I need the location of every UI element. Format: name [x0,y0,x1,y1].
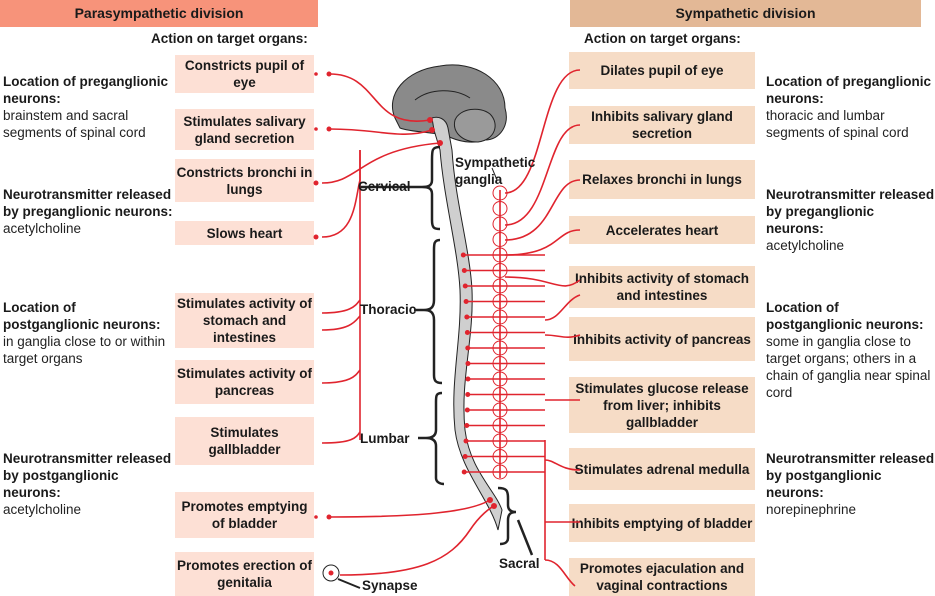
sympathetic-header: Sympathetic division [570,0,921,27]
cord-synapse-dot [462,283,468,289]
cord-synapse-dot [462,454,468,459]
symp-info-preganglionic-transmitter: Neurotransmitter released by preganglion… [766,187,935,253]
synapse-circle [322,564,340,582]
cord-synapse-dot [463,299,469,304]
para-info-postganglionic-location: Location of postganglionic neurons:in ga… [3,300,166,366]
cervical-bracket [421,145,441,231]
para-info-preganglionic-transmitter: Neurotransmitter released by preganglion… [3,187,173,236]
cord-synapse-dot [464,423,470,428]
lumbar-bracket [425,391,445,486]
para-action-heading: Action on target organs: [151,31,308,46]
cervical-label: Cervical [358,179,411,194]
parasympathetic-synapse-dots [313,71,497,520]
symp-action-salivary: Inhibits salivary gland secretion [569,106,755,144]
brain-inner-fold [414,90,471,101]
para-action-heart: Slows heart [175,221,314,245]
synapse-label: Synapse [362,578,418,593]
lumbar-label: Lumbar [360,431,410,446]
para-action-bladder: Promotes emptying of bladder [175,492,314,538]
thoracic-bracket [423,238,443,385]
para-action-genitalia: Promotes erection of genitalia [175,552,314,596]
region-brackets [360,145,534,556]
cord-synapse-dot [461,469,467,475]
sympathetic-chain [460,185,545,480]
para-info-preganglionic-location: Location of preganglionic neurons:brains… [3,74,168,140]
symp-action-bronchi: Relaxes bronchi in lungs [569,160,755,199]
parasympathetic-header: Parasympathetic division [0,0,318,27]
synapse-pointer [337,578,361,589]
para-info-postganglionic-transmitter: Neurotransmitter released by postganglio… [3,451,172,517]
cord-synapse-dot [463,438,469,444]
cord-synapse-dot [464,330,470,335]
symp-action-bladder: Inhibits emptying of bladder [569,504,755,542]
sympathetic-ganglia-label: Sympathetic ganglia [455,155,536,187]
sympathetic-ganglion [492,216,508,232]
para-action-pupil: Constricts pupil of eye [175,55,314,93]
symp-action-liver: Stimulates glucose release from liver; i… [569,377,755,433]
symp-action-heading: Action on target organs: [584,31,741,46]
cord-synapse-dot [461,268,467,273]
para-action-bronchi: Constricts bronchi in lungs [175,159,314,202]
para-action-gallbladder: Stimulates gallbladder [175,417,314,465]
symp-info-preganglionic-location: Location of preganglionic neurons:thorac… [766,74,931,140]
symp-info-postganglionic-transmitter: Neurotransmitter released by postganglio… [766,451,935,517]
cord-synapse-dot [465,345,471,351]
symp-action-pupil: Dilates pupil of eye [569,52,755,89]
sacral-bracket [497,486,517,546]
symp-action-pancreas: Inhibits activity of pancreas [569,317,755,361]
sacral-label: Sacral [499,556,540,571]
parasympathetic-nerves [321,73,495,576]
brain-cerebellum [453,108,496,143]
para-action-salivary: Stimulates salivary gland secretion [175,109,314,150]
symp-action-heart: Accelerates heart [569,216,755,244]
symp-action-adrenal: Stimulates adrenal medulla [569,448,755,490]
para-action-stomach: Stimulates activity of stomach and intes… [175,293,314,348]
sympathetic-nerves [504,69,581,587]
cord-synapse-dot [465,392,471,397]
thoracic-label: Thoracic [360,302,417,317]
sympathetic-ganglion [492,201,508,216]
symp-action-stomach: Inhibits activity of stomach and intesti… [569,266,755,308]
cord-synapse-dot [465,361,471,366]
cord-synapse-dot [464,314,470,320]
spinal-cord [431,116,503,531]
para-action-pancreas: Stimulates activity of pancreas [175,360,314,404]
cord-synapse-dot [460,252,466,258]
cord-synapse-dot [465,376,471,382]
symp-action-ejaculation: Promotes ejaculation and vaginal contrac… [569,558,755,596]
cord-synapse-dot [464,407,470,413]
symp-info-postganglionic-location: Location of postganglionic neurons:some … [766,300,931,400]
